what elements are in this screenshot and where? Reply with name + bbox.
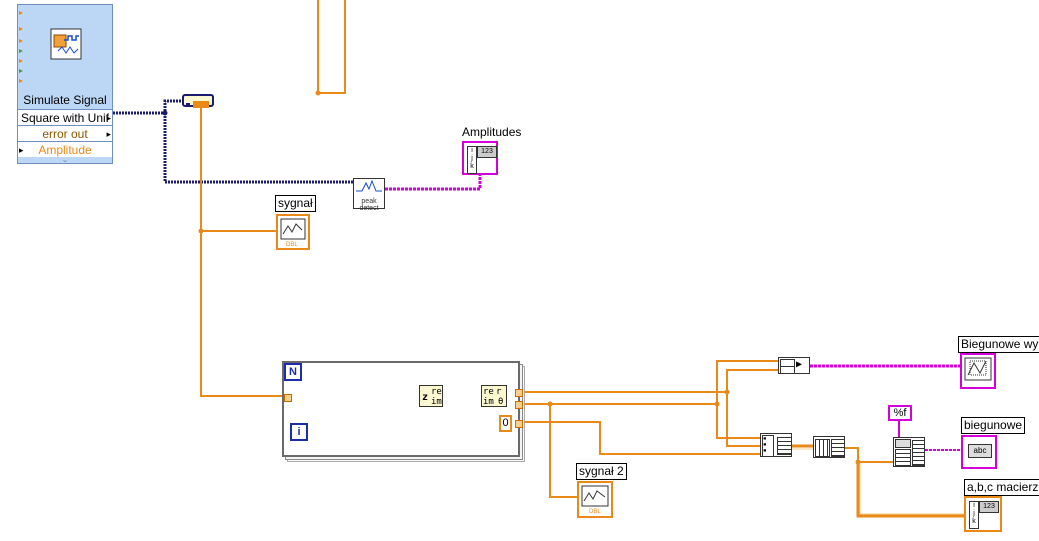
terminal-arrow-icon: ▸ (106, 113, 111, 123)
zero-constant[interactable]: 0 (499, 415, 512, 432)
re-in-icon: re (483, 387, 494, 397)
format-input-icon (895, 439, 911, 448)
convert-dynamic-icon (186, 101, 209, 108)
sygnal-label: sygnał (275, 195, 316, 212)
array-grid-icon (831, 439, 845, 457)
im-in-icon: im (483, 397, 494, 407)
convert-from-dynamic-data-node[interactable] (182, 94, 214, 108)
terminal-arrow-icon: ▸ (106, 129, 111, 139)
loop-iteration-terminal[interactable]: i (290, 423, 308, 441)
for-loop-structure[interactable]: N i z re im re r im θ 0 (282, 361, 523, 457)
biegunowe-wy-graph-indicator[interactable] (960, 353, 996, 389)
biegunowe-string-indicator[interactable]: abc (961, 435, 997, 469)
array-grid-icon (895, 449, 911, 466)
output-tunnel-theta[interactable] (515, 401, 523, 409)
amplitudes-label: Amplitudes (462, 125, 522, 139)
peak-detect-label-line1: peak (361, 198, 377, 205)
amplitude-terminal[interactable]: ▸ Amplitude (18, 141, 112, 157)
loop-count-terminal[interactable]: N (284, 363, 302, 381)
numeric-indicator-value: 123 (979, 501, 999, 513)
error-out-label: error out (42, 127, 88, 141)
simulate-signal-icon-area (18, 5, 112, 91)
output-tunnel-shift[interactable] (515, 420, 523, 428)
bundle-node[interactable]: ▶ (778, 357, 810, 374)
xy-graph-icon (964, 357, 992, 381)
signal-type-label: Square with Unif (20, 111, 110, 125)
output-tunnel-r[interactable] (515, 389, 523, 397)
express-vi-title: Simulate Signal (18, 91, 112, 109)
re-im-to-polar-node[interactable]: z re im (419, 385, 443, 407)
svg-text:DBL: DBL (589, 509, 601, 515)
error-out-terminal[interactable]: error out ▸ (18, 125, 112, 141)
simulate-signal-icon (19, 11, 82, 83)
array-to-spreadsheet-string-node[interactable] (893, 437, 925, 467)
peak-waveform-icon (356, 179, 382, 192)
r-out-icon: r (496, 387, 502, 397)
svg-text:DBL: DBL (286, 242, 298, 248)
bundle-arrow-icon: ▶ (796, 359, 803, 370)
waveform-graph-icon: DBL (280, 218, 306, 248)
im-terminal-icon: im (431, 397, 442, 407)
complex-z-icon: z (422, 392, 429, 403)
signal-type-terminal[interactable]: Square with Unif ▸ (18, 109, 112, 125)
biegunowe-wy-label: Biegunowe wy (958, 336, 1039, 353)
build-array-node[interactable]: ▪▪▪ (760, 433, 792, 457)
string-indicator-value: abc (968, 444, 992, 458)
input-tunnel[interactable] (284, 394, 292, 402)
array-grid-icon (777, 437, 792, 455)
sygnal2-graph-indicator[interactable]: DBL (577, 481, 613, 518)
waveform-graph-icon: DBL (581, 485, 609, 515)
peak-detect-label-line2: detect (359, 205, 379, 212)
theta-out-icon: θ (498, 397, 504, 407)
numeric-indicator-value: 123 (477, 146, 497, 158)
sygnal-graph-indicator[interactable]: DBL (276, 214, 310, 250)
build-array-inputs-icon: ▪▪▪ (762, 435, 774, 457)
biegunowe-label: biegunowe (961, 417, 1026, 434)
abc-macierz-label: a,b,c macierz (964, 479, 1039, 496)
bundle-element-icon (780, 366, 795, 374)
complex-to-polar-node[interactable]: re r im θ (481, 385, 507, 407)
expand-chevron-icon[interactable]: ⌄ (18, 156, 112, 164)
terminal-arrow-icon: ▸ (19, 145, 24, 155)
amplitude-label: Amplitude (38, 143, 92, 157)
format-string-constant[interactable]: %f (888, 405, 912, 421)
transpose-array-node[interactable] (813, 436, 845, 458)
array-grid-icon (815, 439, 830, 457)
peak-detect-node[interactable]: peak detect (353, 178, 385, 212)
spreadsheet-icon (912, 440, 925, 466)
simulate-signal-express-vi[interactable]: Simulate Signal Square with Unif ▸ error… (17, 4, 113, 164)
re-terminal-icon: re (431, 387, 442, 397)
sygnal2-label: sygnał 2 (576, 463, 627, 480)
